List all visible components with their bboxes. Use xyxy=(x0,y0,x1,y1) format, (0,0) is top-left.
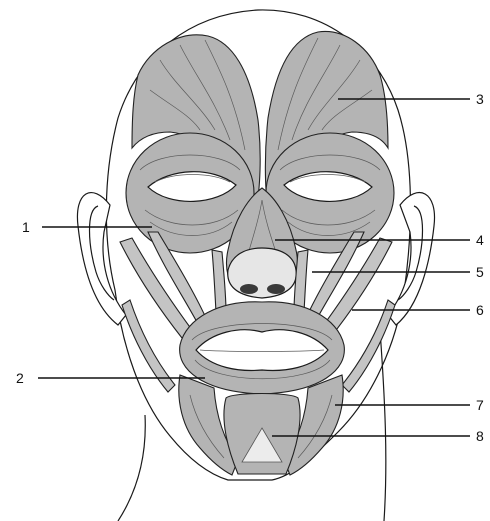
label-6: 6 xyxy=(476,302,484,318)
neck-left xyxy=(118,415,145,521)
right-nostril xyxy=(267,284,285,294)
label-8: 8 xyxy=(476,428,484,444)
label-5: 5 xyxy=(476,264,484,280)
nose xyxy=(228,248,296,298)
label-2: 2 xyxy=(16,370,24,386)
left-nostril xyxy=(240,284,258,294)
label-1: 1 xyxy=(22,219,30,235)
label-4: 4 xyxy=(476,232,484,248)
label-3: 3 xyxy=(476,91,484,107)
lips xyxy=(196,330,328,371)
label-7: 7 xyxy=(476,397,484,413)
